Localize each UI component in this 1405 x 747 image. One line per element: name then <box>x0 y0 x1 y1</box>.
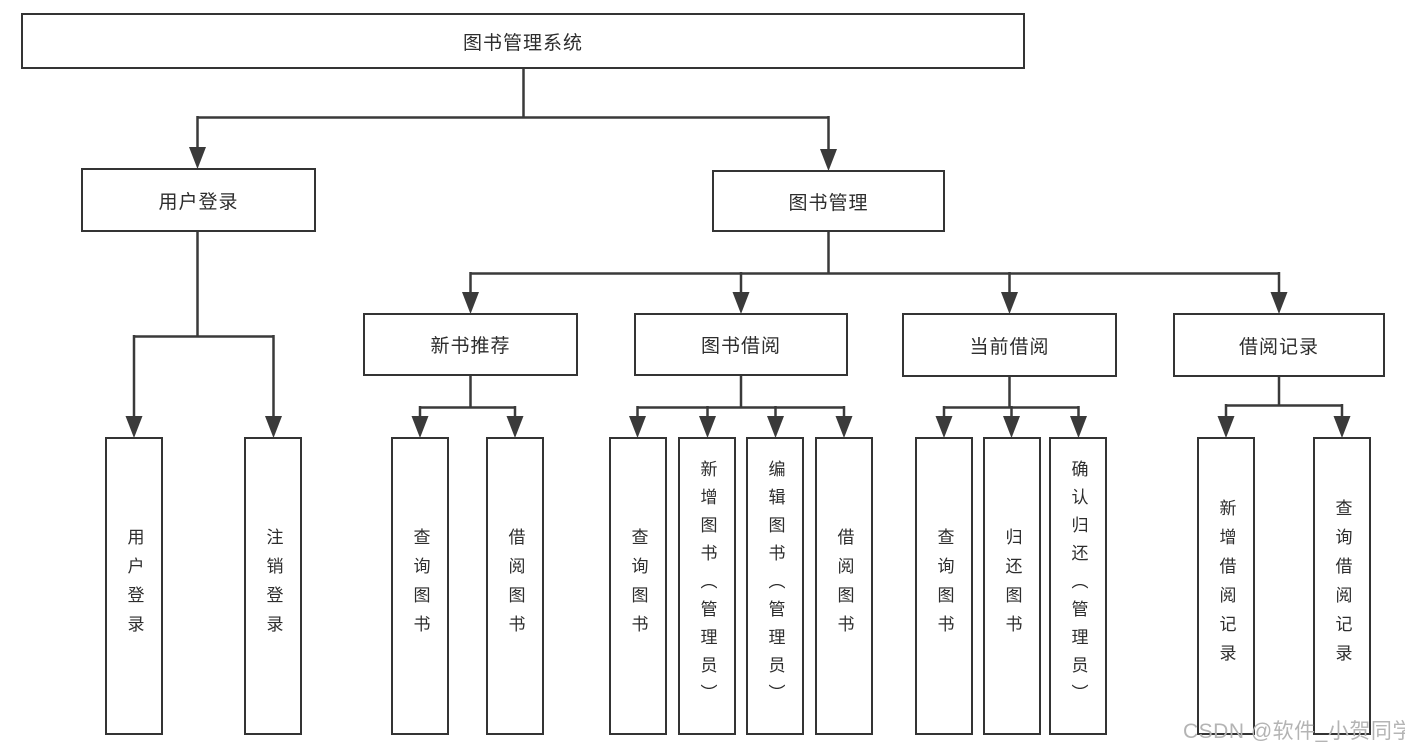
node-label: 查询图书 <box>934 528 954 644</box>
node-label: 图书管理系统 <box>462 32 583 54</box>
leaf-search-books-recommend: 查询图书 <box>391 437 449 735</box>
node-label: 查询图书 <box>628 528 648 644</box>
leaf-borrow-books-recommend: 借阅图书 <box>486 437 544 735</box>
node-label: 借阅记录 <box>1238 336 1319 358</box>
leaf-search-books-borrowing: 查询图书 <box>609 437 667 735</box>
node-borrowing-records: 借阅记录 <box>1173 313 1385 377</box>
leaf-search-books-current: 查询图书 <box>915 437 973 735</box>
node-label: 用户登录 <box>124 528 144 644</box>
leaf-confirm-return-admin: 确认归还（管理员） <box>1049 437 1107 735</box>
node-user-login: 用户登录 <box>81 168 316 232</box>
node-label: 编辑图书（管理员） <box>765 460 785 712</box>
node-label: 借阅图书 <box>834 528 854 644</box>
node-label: 图书借阅 <box>700 336 781 357</box>
leaf-logout: 注销登录 <box>244 437 302 735</box>
leaf-edit-books-admin: 编辑图书（管理员） <box>746 437 804 735</box>
node-label: 用户登录 <box>158 191 239 213</box>
leaf-search-borrow-record: 查询借阅记录 <box>1313 437 1371 735</box>
node-label: 查询借阅记录 <box>1332 499 1352 673</box>
node-label: 图书管理 <box>788 192 869 214</box>
node-label: 注销登录 <box>263 528 283 644</box>
node-label: 确认归还（管理员） <box>1068 460 1088 712</box>
node-label: 归还图书 <box>1002 528 1022 644</box>
node-library-management-system: 图书管理系统 <box>21 13 1025 69</box>
node-book-borrowing: 图书借阅 <box>634 313 848 376</box>
node-label: 新增图书（管理员） <box>697 460 717 712</box>
leaf-add-books-admin: 新增图书（管理员） <box>678 437 736 735</box>
node-new-book-recommendation: 新书推荐 <box>363 313 578 376</box>
watermark: CSDN @软件_小贺同学 <box>1183 720 1405 743</box>
leaf-user-login: 用户登录 <box>105 437 163 735</box>
leaf-add-borrow-record: 新增借阅记录 <box>1197 437 1255 735</box>
node-current-borrowing: 当前借阅 <box>902 313 1117 377</box>
node-label: 借阅图书 <box>505 528 525 644</box>
node-label: 新书推荐 <box>430 336 511 357</box>
node-label: 当前借阅 <box>969 336 1050 358</box>
node-label: 新增借阅记录 <box>1216 499 1236 673</box>
leaf-borrow-books-borrowing: 借阅图书 <box>815 437 873 735</box>
leaf-return-books: 归还图书 <box>983 437 1041 735</box>
node-book-management: 图书管理 <box>712 170 945 232</box>
node-label: 查询图书 <box>410 528 430 644</box>
